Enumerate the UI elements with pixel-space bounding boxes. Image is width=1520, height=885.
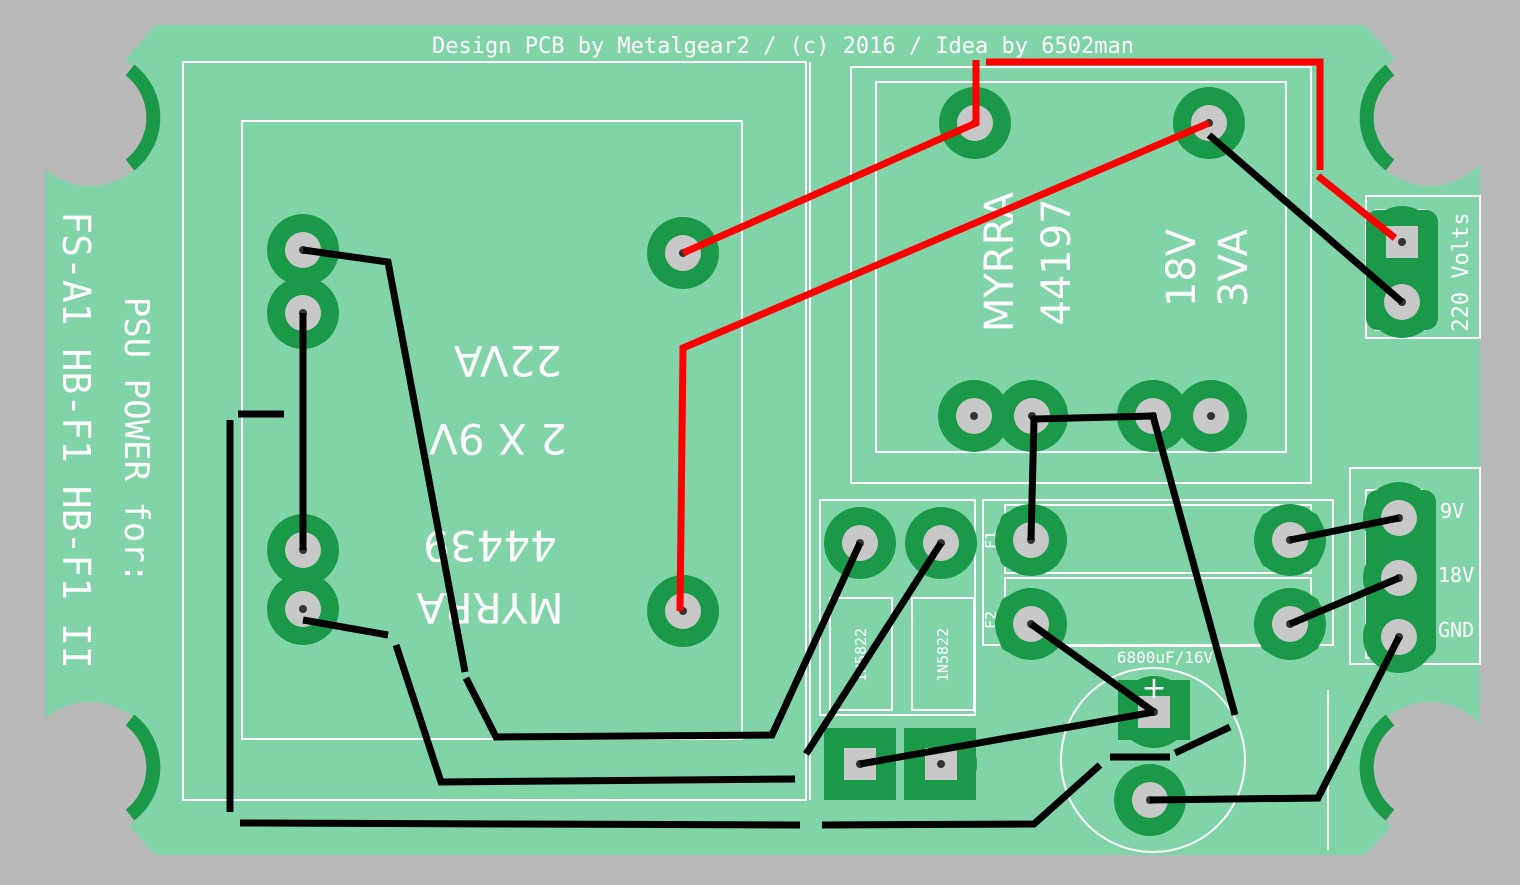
capacitor-plus-sign: + xyxy=(1141,671,1166,706)
mains-pad-1 xyxy=(1366,206,1438,278)
diode1-label: 1N5822 xyxy=(852,628,870,682)
mounting-holes xyxy=(22,50,1498,838)
low-wire-5 xyxy=(392,643,796,786)
wires-layer xyxy=(226,58,1405,829)
board-title-line2: FS-A1 HB-F1 HB-F1 II xyxy=(54,211,98,669)
small-transformer-pad-3 xyxy=(938,380,1010,452)
low-wire-18 xyxy=(1173,723,1232,757)
big-transformer-spec2: 22VA xyxy=(454,336,562,385)
mains-wire-3 xyxy=(1315,173,1398,241)
pcb-outline xyxy=(45,25,1480,855)
small-transformer-pad-6 xyxy=(1175,380,1247,452)
low-wire-13 xyxy=(859,708,1155,768)
low-wire-15 xyxy=(1288,574,1401,628)
low-wire-9 xyxy=(239,819,801,829)
low-wire-16 xyxy=(1149,635,1403,804)
big-transformer-spec1: 2 X 9V xyxy=(429,414,567,463)
low-wire-3 xyxy=(462,541,864,741)
low-wire-11 xyxy=(1027,412,1239,716)
small-transformer-spec2: 3VA xyxy=(1211,229,1257,307)
credit-text: Design PCB by Metalgear2 / (c) 2016 / Id… xyxy=(432,34,1134,59)
mains-wire-1 xyxy=(681,60,980,257)
silkscreen-outlines xyxy=(182,61,1481,853)
low-wire-14 xyxy=(1289,514,1400,544)
diode2-label: 1N5822 xyxy=(934,628,952,682)
diode2-pad-cathode xyxy=(905,728,977,800)
low-wire-12 xyxy=(1028,621,1157,715)
low-wire-6 xyxy=(803,541,944,756)
mains-label: 220 Volts xyxy=(1449,212,1474,331)
big-transformer-pad-4 xyxy=(267,573,339,645)
board-title-line1: PSU POWER for: xyxy=(116,297,156,584)
output-label-gnd: GND xyxy=(1438,618,1474,642)
mains-wire-5 xyxy=(1206,132,1405,305)
capacitor-label: 6800uF/16V xyxy=(1117,648,1214,667)
output-label-9v: 9V xyxy=(1440,499,1464,523)
mains-wire-4 xyxy=(676,119,1211,612)
big-transformer-brand: MYRRA xyxy=(416,583,564,632)
low-wire-10 xyxy=(821,762,1103,829)
low-wire-4 xyxy=(302,616,389,639)
small-transformer-spec1: 18V xyxy=(1159,228,1205,307)
low-wire-1 xyxy=(302,246,469,673)
output-label-18v: 18V xyxy=(1438,563,1474,587)
small-transformer-part: 44197 xyxy=(1034,198,1080,325)
mains-wire-2 xyxy=(986,58,1324,170)
